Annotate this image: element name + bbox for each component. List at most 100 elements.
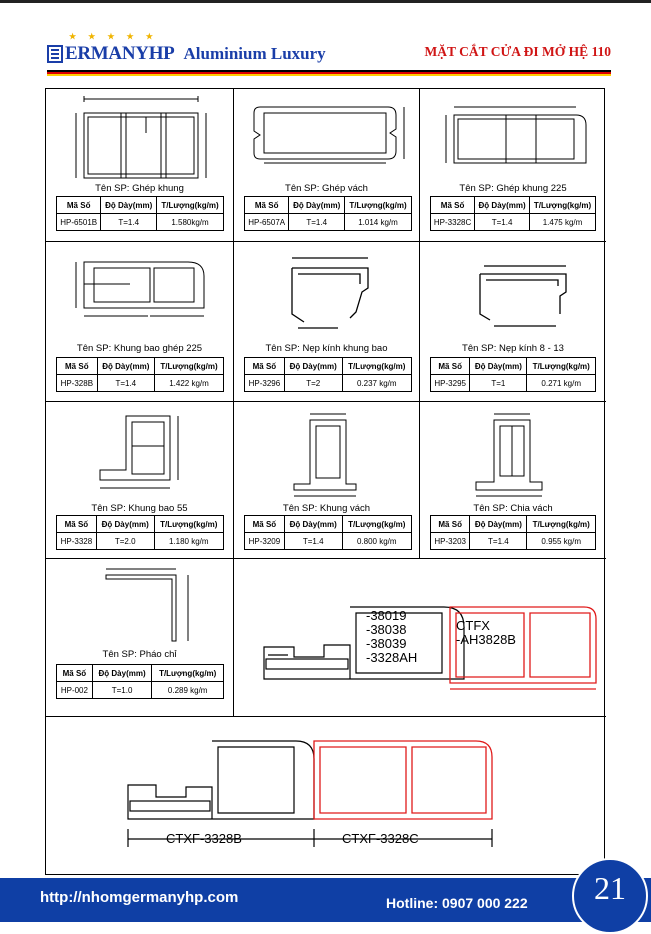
product-code: HP-3328 [56, 532, 97, 550]
header-weight: T/Lượng(kg/m) [526, 357, 596, 375]
product-weight: 0.271 kg/m [526, 374, 596, 392]
product-thickness: T=1.4 [96, 374, 156, 392]
product-weight: 1.422 kg/m [154, 374, 224, 392]
assembly-drawing-1 [263, 606, 597, 690]
brand-logo: ★ ★ ★ ★ ★ ERMANYHP Aluminium Luxury [47, 32, 326, 68]
top-rule [0, 0, 651, 3]
product-thickness: T=1.4 [100, 213, 158, 231]
profile-drawing-ghep-vach [253, 106, 405, 164]
header-thickness: Độ Dày(mm) [91, 664, 153, 682]
header-weight: T/Lượng(kg/m) [526, 515, 596, 533]
profile-drawing-phao-chi [105, 568, 189, 642]
header-code: Mã Số [429, 196, 476, 214]
product-weight: 1.180 kg/m [153, 532, 225, 550]
header-code: Mã Số [429, 515, 471, 533]
header-thickness: Độ Dày(mm) [283, 515, 343, 533]
header-weight: T/Lượng(kg/m) [341, 357, 413, 375]
product-code: HP-3296 [244, 374, 285, 392]
product-weight: 0.800 kg/m [341, 532, 413, 550]
header-weight: T/Lượng(kg/m) [153, 515, 225, 533]
product-name: Tên SP: Khung vách [282, 503, 371, 514]
assembly-2-right-label: CTXF-3328C [342, 831, 419, 846]
assembly-code: -3328AH [366, 650, 418, 665]
header-thickness: Độ Dày(mm) [469, 357, 528, 375]
header-code: Mã Số [56, 357, 98, 375]
german-flag-stripe [47, 70, 611, 76]
profile-drawing-khung-bao-55 [99, 415, 179, 489]
page-number: 21 [594, 870, 626, 906]
product-code: HP-3209 [244, 532, 285, 550]
assembly-drawing-2 [127, 740, 493, 847]
header-weight: T/Lượng(kg/m) [156, 196, 224, 214]
product-weight: 0.237 kg/m [341, 374, 413, 392]
product-thickness: T=1 [469, 374, 528, 392]
profile-drawing-chia-vach [475, 413, 543, 497]
header-code: Mã Số [244, 357, 285, 375]
hotline-text: Hotline: 0907 000 222 [386, 895, 528, 911]
product-thickness: T=1.4 [288, 213, 346, 231]
product-name: Tên SP: Ghép vách [285, 183, 368, 194]
header-weight: T/Lượng(kg/m) [344, 196, 412, 214]
product-thickness: T=1.4 [469, 532, 528, 550]
profile-drawing-ghep-khung [75, 96, 207, 179]
profile-drawing-ghep-khung-225 [445, 106, 587, 164]
header-thickness: Độ Dày(mm) [474, 196, 531, 214]
profile-drawing-nep-kinh-8-13 [479, 265, 567, 327]
header-weight: T/Lượng(kg/m) [341, 515, 413, 533]
product-code: HP-3295 [429, 374, 471, 392]
assembly-2-left-label: CTXF-3328B [166, 831, 242, 846]
assembly-code: -38038 [366, 622, 407, 637]
page-footer: http://nhomgermanyhp.com Hotline: 0907 0… [0, 878, 651, 922]
header-code: Mã Số [56, 664, 93, 682]
assembly-red-code: -AH3828B [456, 632, 516, 647]
profile-drawing-khung-vach [293, 413, 357, 497]
profile-drawing-khung-bao-ghep-225 [75, 261, 205, 317]
website-link[interactable]: http://nhomgermanyhp.com [40, 889, 239, 906]
brand-tagline: Aluminium Luxury [183, 44, 326, 63]
header-code: Mã Số [243, 196, 290, 214]
product-name: Tên SP: Chia vách [473, 503, 553, 514]
header-thickness: Độ Dày(mm) [469, 515, 528, 533]
product-code: HP-3328C [429, 213, 476, 231]
assembly-1-codes: -38019 -38038 -38039 -3328AH [366, 609, 417, 665]
header-thickness: Độ Dày(mm) [283, 357, 343, 375]
assembly-cell-2: CTXF-3328B CTXF-3328C [46, 717, 606, 876]
product-code: HP-002 [56, 681, 93, 699]
product-thickness: T=1.4 [474, 213, 531, 231]
product-weight: 0.955 kg/m [526, 532, 596, 550]
page-number-badge: 21 [572, 858, 648, 934]
product-thickness: T=2 [283, 374, 343, 392]
logo-e-icon [47, 45, 63, 63]
product-weight: 1.014 kg/m [344, 213, 412, 231]
product-name: Tên SP: Pháo chỉ [102, 649, 177, 660]
assembly-red-code: CTFX [456, 618, 490, 633]
product-name: Tên SP: Nẹp kính 8 - 13 [462, 343, 564, 354]
product-weight: 1.580kg/m [156, 213, 224, 231]
product-name: Tên SP: Khung bao 55 [91, 503, 188, 514]
section-title: MẶT CẮT CỬA ĐI MỞ HỆ 110 [424, 44, 611, 59]
header-code: Mã Số [56, 515, 97, 533]
brand-stars: ★ ★ ★ ★ ★ [69, 32, 158, 41]
header-code: Mã Số [244, 515, 285, 533]
product-weight: 0.289 kg/m [151, 681, 224, 699]
product-name: Tên SP: Ghép khung 225 [459, 183, 567, 194]
header-thickness: Độ Dày(mm) [100, 196, 158, 214]
assembly-1-red-label: CTFX -AH3828B [456, 619, 516, 647]
product-code: HP-6507A [243, 213, 290, 231]
header-code: Mã Số [55, 196, 102, 214]
header-weight: T/Lượng(kg/m) [151, 664, 224, 682]
product-code: HP-328B [56, 374, 98, 392]
